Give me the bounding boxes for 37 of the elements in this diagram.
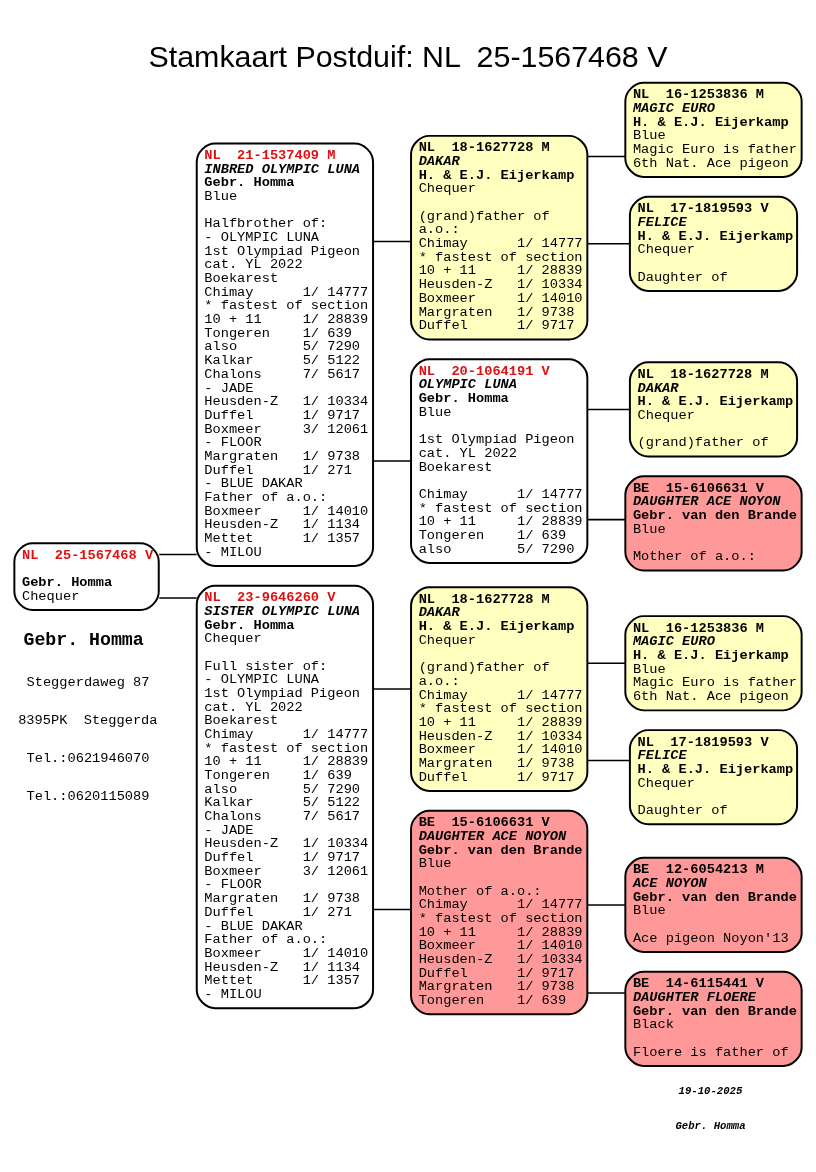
node-box: BE 15-6106631 V DAUGHTER ACE NOYON Gebr. van den Brande Blue Mother of a.o.: Chimay 1/ 14777 * fastest of section 10 + 11 1/ 28839 Boxmeer 1/ 14010 Heusden-Z 1/ 10334 Duffel 1/ 9717 Margraten 1/ 9738 Tongeren 1/ 639 — [410, 809, 589, 1015]
label: Tel.:0621946070 — [26, 750, 150, 766]
label: Tel.:0620115089 — [26, 788, 150, 804]
connector — [586, 903, 627, 906]
node-box: BE 12-6054213 M ACE NOYON Gebr. van den Brande Blue Ace pigeon Noyon'13 — [624, 856, 803, 953]
node-box: BE 14-6115441 V DAUGHTER FLOERE Gebr. van den Brande Black Floere is father of — [624, 970, 803, 1067]
node-box: BE 15-6106631 V DAUGHTER ACE NOYON Gebr. van den Brande Blue Mother of a.o.: — [624, 474, 803, 572]
connector — [586, 518, 627, 520]
node-box: NL 17-1819593 V FELICE H. & E.J. Eijerkamp Chequer Daughter of — [628, 728, 799, 825]
connector — [586, 408, 631, 410]
node-box: NL 18-1627728 M DAKAR H. & E.J. Eijerkamp Chequer (grand)father of a.o.: Chimay 1/ 14777 * fastest of section 10 + 11 1/ 28839 Heusden-Z 1/ 10334 Boxmeer 1/ 14010 Margraten 1/ 9738 Duffel 1/ 9717 — [410, 585, 589, 792]
connector — [158, 596, 198, 599]
node-box: NL 18-1627728 M DAKAR H. & E.J. Eijerkamp Chequer (grand)father of a.o.: Chimay 1/ 14777 * fastest of section 10 + 11 1/ 28839 Heusden-Z 1/ 10334 Boxmeer 1/ 14010 Margraten 1/ 9738 Duffel 1/ 9717 — [410, 134, 589, 340]
diagram-title: Stamkaart Postduif: NL 25-1567468 V — [148, 38, 668, 73]
node-box: NL 17-1819593 V FELICE H. & E.J. Eijerkamp Chequer Daughter of — [628, 195, 799, 292]
connector — [372, 459, 412, 462]
connector — [372, 687, 412, 690]
node-box: NL 25-1567468 V Gebr. Homma Chequer — [13, 541, 160, 611]
node-box: NL 21-1537409 M INBRED OLYMPIC LUNA Gebr. Homma Blue Halfbrother of: - OLYMPIC LUNA 1st Olympiad Pigeon cat. YL 2022 Boekarest Chimay 1/ 14777 * fastest of section 10 + 11 1/ 28839 Tongeren 1/ 639 also 5/ 7290 Kalkar 5/ 5122 Chalons 7/ 5617 - JADE Heusden-Z 1/ 10334 Duffel 1/ 9717 Boxmeer 3/ 12061 - FLOOR Margraten 1/ 9738 Duffel 1/ 271 - BLUE DAKAR Father of a.o.: Boxmeer 1/ 14010 Heusden-Z 1/ 1134 Mettet 1/ 1357 - MILOU — [195, 142, 375, 567]
connector — [586, 242, 631, 245]
connector — [586, 991, 627, 994]
connector — [372, 908, 412, 910]
node-box: NL 20-1064191 V OLYMPIC LUNA Gebr. Homma Blue 1st Olympiad Pigeon cat. YL 2022 Boekarest Chimay 1/ 14777 * fastest of section 10 + 11 1/ 28839 Tongeren 1/ 639 also 5/ 7290 — [410, 357, 589, 564]
label: 19-10-2025 — [678, 1084, 743, 1097]
label: Gebr. Homma — [675, 1119, 746, 1132]
node-box: NL 16-1253836 M MAGIC EURO H. & E.J. Eijerkamp Blue Magic Euro is father 6th Nat. Ace pigeon — [624, 81, 803, 178]
connector — [586, 155, 627, 157]
label: Gebr. Homma — [23, 629, 144, 650]
connector — [586, 759, 631, 761]
connector — [158, 553, 198, 555]
label: 8395PK Steggerda — [18, 712, 158, 728]
label: Steggerdaweg 87 — [26, 674, 150, 690]
connector — [586, 662, 627, 664]
node-box: NL 18-1627728 M DAKAR H. & E.J. Eijerkamp Chequer (grand)father of — [628, 360, 799, 458]
node-box: NL 23-9646260 V SISTER OLYMPIC LUNA Gebr. Homma Chequer Full sister of: - OLYMPIC LUNA 1st Olympiad Pigeon cat. YL 2022 Boekarest Chimay 1/ 14777 * fastest of section 10 + 11 1/ 28839 Tongeren 1/ 639 also 5/ 7290 Kalkar 5/ 5122 Chalons 7/ 5617 - JADE Heusden-Z 1/ 10334 Duffel 1/ 9717 Boxmeer 3/ 12061 - FLOOR Margraten 1/ 9738 Duffel 1/ 271 - BLUE DAKAR Father of a.o.: Boxmeer 1/ 14010 Heusden-Z 1/ 1134 Mettet 1/ 1357 - MILOU — [195, 584, 375, 1009]
node-box: NL 16-1253836 M MAGIC EURO H. & E.J. Eijerkamp Blue Magic Euro is father 6th Nat. Ace pigeon — [624, 614, 803, 711]
connector — [372, 240, 412, 242]
